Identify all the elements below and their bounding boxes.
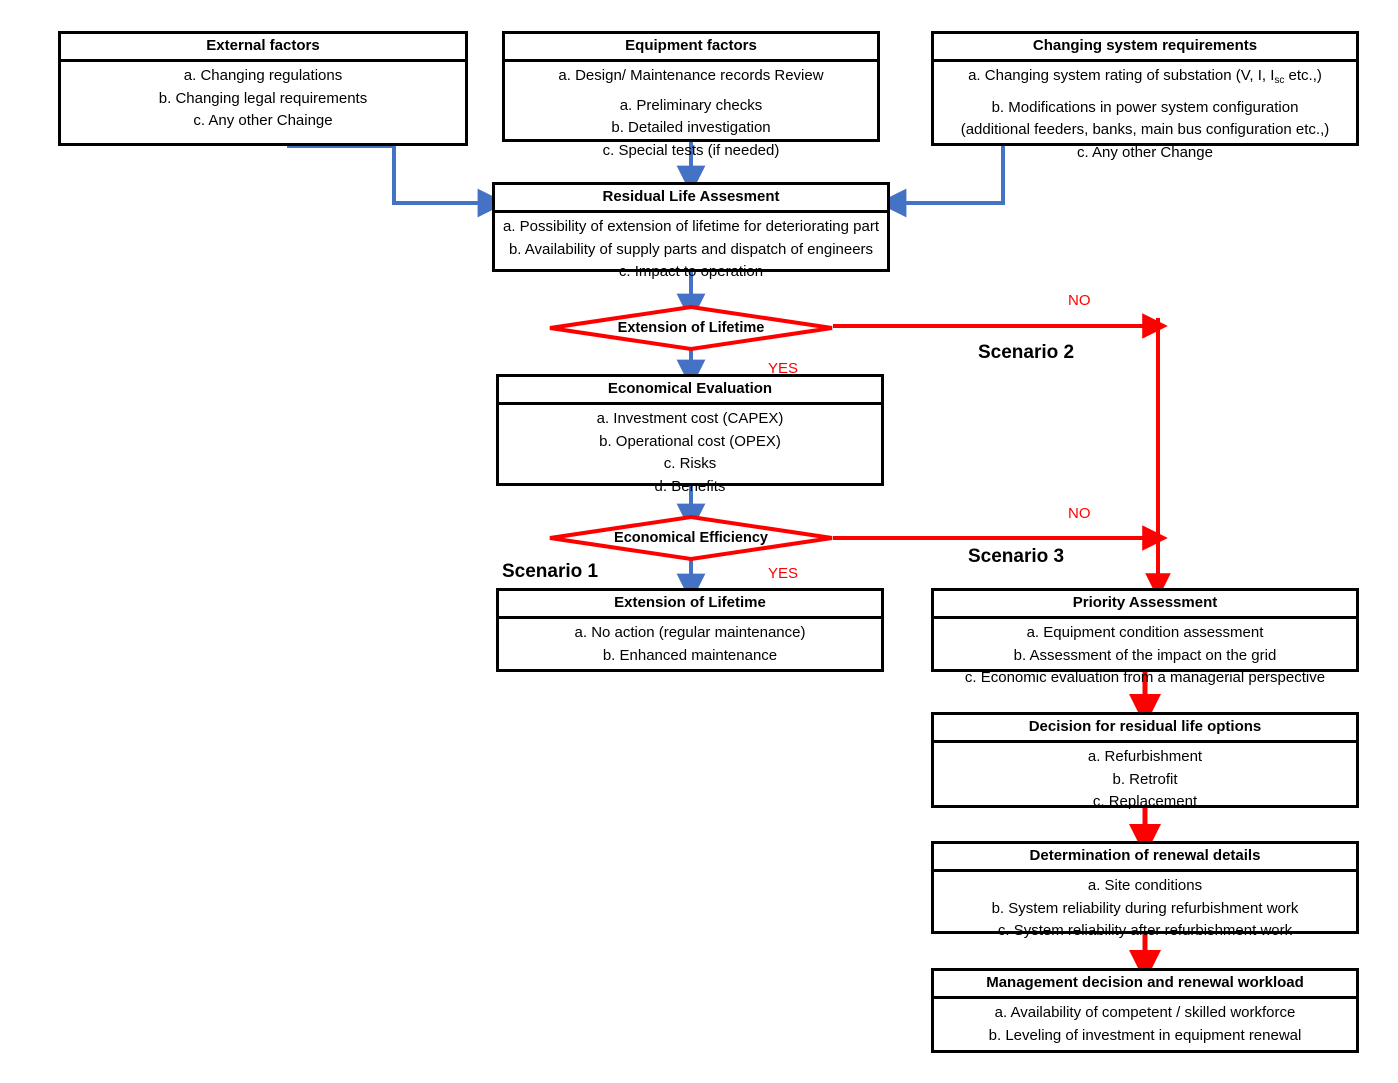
scenario-label-3: Scenario 3 — [968, 546, 1065, 567]
edge-label-yes-1: YES — [768, 360, 799, 377]
node-line: c. Replacement — [1092, 793, 1198, 810]
node-line: c. Risks — [663, 455, 717, 472]
node-line: b. Retrofit — [1112, 770, 1178, 788]
node-line: a. Changing system rating of substation … — [968, 67, 1322, 86]
node-line: b. Assessment of the impact on the grid — [1013, 646, 1277, 664]
node-line: b. Enhanced maintenance — [602, 646, 778, 664]
node-title: Changing system requirements — [934, 34, 1356, 62]
node-external-factors[interactable]: External factors a. Changing regulations… — [58, 31, 468, 146]
node-extension-of-lifetime[interactable]: Extension of Lifetime a. No action (regu… — [496, 588, 884, 672]
node-body: a. Availability of competent / skilled w… — [934, 999, 1356, 1051]
node-line: b. Operational cost (OPEX) — [599, 432, 781, 450]
scenario-label-2: Scenario 2 — [978, 342, 1075, 363]
node-line: b. Leveling of investment in equipment r… — [988, 1026, 1302, 1044]
decision-extension-of-lifetime[interactable]: Extension of Lifetime — [548, 304, 834, 352]
node-economical-evaluation[interactable]: Economical Evaluation a. Investment cost… — [496, 374, 884, 495]
node-title: Equipment factors — [505, 34, 877, 62]
node-line: a. Site conditions — [1087, 877, 1203, 894]
node-title: Economical Evaluation — [499, 377, 881, 405]
node-line: a. Design/ Maintenance records Review — [558, 67, 824, 84]
decision-label: Economical Efficiency — [614, 530, 768, 546]
node-equipment-factors[interactable]: Equipment factors a. Design/ Maintenance… — [502, 31, 880, 159]
node-body: a. Changing regulations b. Changing lega… — [61, 62, 465, 137]
node-line: b. Changing legal requirements — [158, 89, 368, 107]
node-line: c. Any other Chainge — [193, 112, 333, 129]
node-residual-life-assessment[interactable]: Residual Life Assesment a. Possibility o… — [492, 182, 890, 280]
decision-economical-efficiency[interactable]: Economical Efficiency — [548, 514, 834, 562]
node-line: c. Special tests (if needed) — [602, 141, 780, 159]
node-title: Priority Assessment — [934, 591, 1356, 619]
node-line: a. Possibility of extension of lifetime … — [502, 218, 880, 235]
node-line: a. Investment cost (CAPEX) — [596, 410, 784, 427]
node-line: a. Refurbishment — [1087, 748, 1203, 765]
edge-label-no-2: NO — [1068, 505, 1091, 522]
node-decision-residual-life-options[interactable]: Decision for residual life options a. Re… — [931, 712, 1359, 810]
node-line: c. Impact to operation — [618, 263, 764, 280]
node-line: a. Preliminary checks — [619, 96, 763, 114]
node-body: a. Investment cost (CAPEX) b. Operationa… — [499, 405, 881, 502]
node-title: Determination of renewal details — [934, 844, 1356, 872]
node-title: Management decision and renewal workload — [934, 971, 1356, 999]
edge-label-no-1: NO — [1068, 292, 1091, 309]
node-title: Residual Life Assesment — [495, 185, 887, 213]
decision-label: Extension of Lifetime — [617, 320, 765, 336]
node-line: c. Any other Change — [1077, 143, 1213, 161]
node-body: a. Design/ Maintenance records Review a.… — [505, 62, 877, 166]
node-title: Extension of Lifetime — [499, 591, 881, 619]
edge-label-yes-2: YES — [768, 565, 799, 582]
node-line: (additional feeders, banks, main bus con… — [960, 121, 1330, 138]
node-line: a. Availability of competent / skilled w… — [994, 1004, 1296, 1021]
node-line: d. Benefits — [654, 477, 726, 495]
node-line: b. System reliability during refurbishme… — [991, 899, 1299, 917]
edge-external-to-residual — [287, 144, 507, 218]
node-body: a. Refurbishment b. Retrofit c. Replacem… — [934, 743, 1356, 818]
node-body: a. Changing system rating of substation … — [934, 62, 1356, 168]
node-line: b. Modifications in power system configu… — [991, 98, 1299, 116]
node-line: a. Equipment condition assessment — [1026, 624, 1264, 641]
node-line: b. Availability of supply parts and disp… — [508, 240, 874, 258]
node-changing-system-requirements[interactable]: Changing system requirements a. Changing… — [931, 31, 1359, 161]
node-management-decision[interactable]: Management decision and renewal workload… — [931, 968, 1359, 1053]
node-body: a. Site conditions b. System reliability… — [934, 872, 1356, 947]
node-line: a. Changing regulations — [183, 67, 343, 84]
node-body: a. Possibility of extension of lifetime … — [495, 213, 887, 288]
node-line: c. Economic evaluation from a managerial… — [964, 669, 1326, 686]
node-line: a. No action (regular maintenance) — [574, 624, 806, 641]
node-determination-renewal-details[interactable]: Determination of renewal details a. Site… — [931, 841, 1359, 939]
node-line: b. Detailed investigation — [611, 119, 771, 136]
node-title: External factors — [61, 34, 465, 62]
node-body: a. Equipment condition assessment b. Ass… — [934, 619, 1356, 694]
node-line: c. System reliability after refurbishmen… — [997, 922, 1293, 939]
node-priority-assessment[interactable]: Priority Assessment a. Equipment conditi… — [931, 588, 1359, 686]
node-title: Decision for residual life options — [934, 715, 1356, 743]
node-body: a. No action (regular maintenance) b. En… — [499, 619, 881, 671]
scenario-label-1: Scenario 1 — [502, 561, 599, 582]
